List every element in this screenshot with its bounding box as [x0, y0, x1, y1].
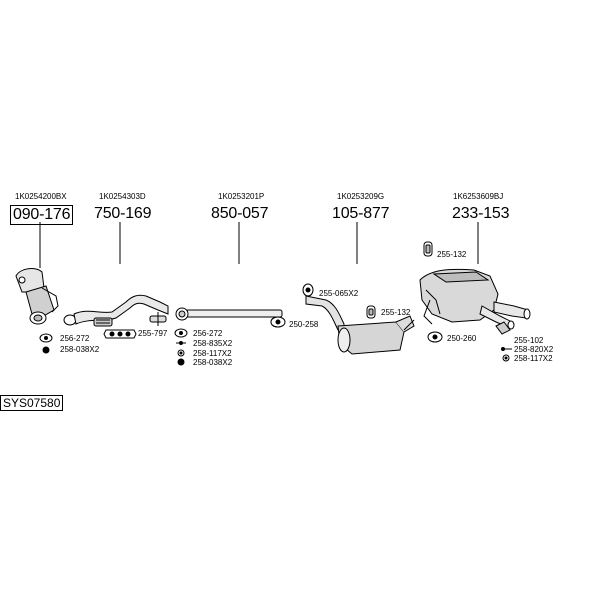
system-code: SYS07580: [0, 395, 64, 411]
fitting-label-f8[interactable]: 250-258: [289, 320, 319, 329]
front-pipe-gasket: [103, 329, 137, 339]
fitting-label-f9[interactable]: 255-065X2: [319, 289, 359, 298]
fitting-label-f7[interactable]: 258-038X2: [193, 358, 233, 367]
part-number-middle-silencer[interactable]: 105-877: [332, 205, 390, 222]
front-pipe-drawing: [63, 294, 169, 327]
hanger-255-132-rear: [423, 241, 433, 257]
nut-icon-f2: [42, 346, 50, 354]
fitting-icons: [39, 328, 512, 366]
fitting-label-f2[interactable]: 258-038X2: [60, 345, 100, 354]
part-number-center-pipe[interactable]: 850-057: [211, 205, 269, 222]
clamp-250-260: [427, 331, 443, 343]
fitting-label-f4[interactable]: 256-272: [193, 329, 223, 338]
hanger-255-132-middle: [366, 305, 376, 319]
clamp-255-797: [149, 312, 167, 326]
fitting-label-f3[interactable]: 255-797: [138, 329, 168, 338]
fitting-label-f10[interactable]: 255-132: [381, 308, 411, 317]
fitting-label-f12[interactable]: 250-260: [447, 334, 477, 343]
part-number-rear-silencer[interactable]: 233-153: [452, 205, 510, 222]
part-number-front-pipe[interactable]: 750-169: [94, 205, 152, 222]
oem-number-middle-silencer: 1K0253209G: [337, 192, 385, 201]
hanger-255-102: [495, 321, 511, 335]
part-number-catalyst[interactable]: 090-176: [10, 205, 74, 225]
oem-number-front-pipe: 1K0254303D: [99, 192, 146, 201]
fitting-label-f11[interactable]: 255-132: [437, 250, 467, 259]
fitting-label-f15[interactable]: 258-117X2: [514, 354, 553, 363]
middle-silencer-drawing: [305, 295, 415, 355]
fitting-label-f5[interactable]: 258-835X2: [193, 339, 233, 348]
rear-silencer-drawing: [419, 268, 531, 330]
fitting-label-f6[interactable]: 258-117X2: [193, 349, 232, 358]
center-pipe-drawing: [175, 307, 284, 328]
oem-number-catalyst: 1K0254200BX: [15, 192, 67, 201]
oem-number-rear-silencer: 1K6253609BJ: [453, 192, 504, 201]
fitting-label-f14[interactable]: 258-820X2: [514, 345, 554, 354]
fitting-label-f13[interactable]: 255-102: [514, 336, 544, 345]
oem-number-center-pipe: 1K0253201P: [218, 192, 265, 201]
clamp-250-258: [270, 316, 286, 328]
nut-icon-f7: [177, 358, 185, 366]
hanger-255-065: [302, 283, 314, 297]
catalyst-drawing: [15, 268, 59, 325]
fitting-label-f1[interactable]: 256-272: [60, 334, 90, 343]
